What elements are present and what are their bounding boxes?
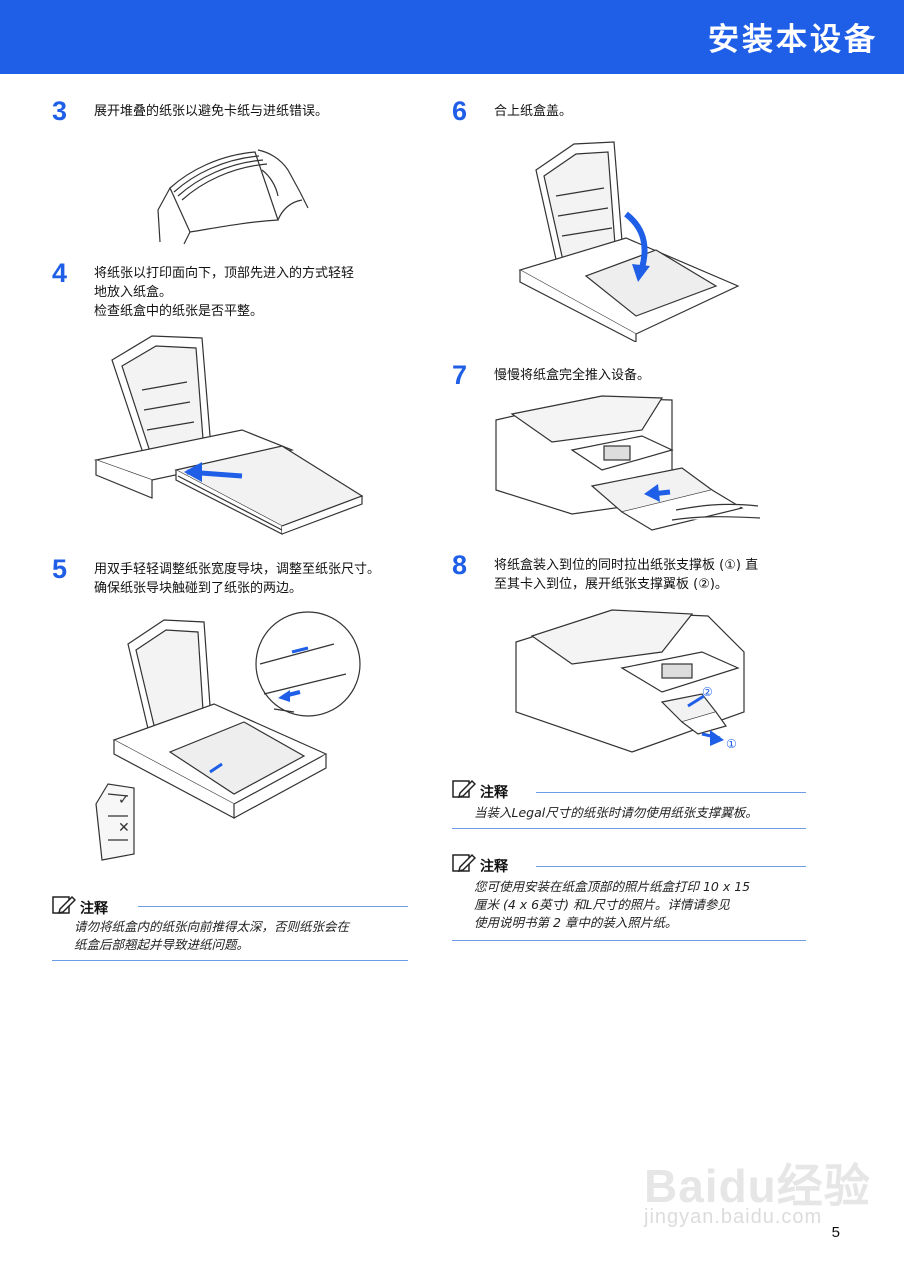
paper-support-flap-illustration: ① ② (512, 602, 752, 762)
step-text-line: 用双手轻轻调整纸张宽度导块，调整至纸张尺寸。 (94, 562, 381, 577)
note-top-rule (536, 866, 806, 867)
note-line: 厘米 (4 x 6英寸) 和L尺寸的照片。详情请参见 (474, 897, 730, 912)
step-text: 展开堆叠的纸张以避免卡纸与进纸错误。 (94, 102, 328, 121)
page-number: 5 (831, 1224, 840, 1241)
step-number: 7 (452, 360, 468, 390)
baidu-watermark-url: jingyan.baidu.com (644, 1206, 823, 1228)
note-line: 当装入Legal尺寸的纸张时请勿使用纸张支撑翼板。 (474, 805, 758, 820)
step-number: 3 (52, 96, 68, 126)
note-line: 纸盒后部翘起并导致进纸问题。 (74, 937, 250, 952)
step-text-line: 至其卡入到位，展开纸张支撑翼板 (②)。 (494, 577, 728, 592)
step-text-line: 慢慢将纸盒完全推入设备。 (494, 368, 651, 383)
note-title: 注释 (480, 859, 508, 875)
step-text-line: 将纸盒装入到位的同时拉出纸张支撑板 (①) 直 (494, 558, 759, 573)
callout-1: ① (726, 737, 737, 751)
step-number: 4 (52, 258, 68, 288)
step-text-line: 检查纸盒中的纸张是否平整。 (94, 304, 264, 319)
step-text: 合上纸盒盖。 (494, 102, 572, 121)
step-text-line: 地放入纸盒。 (94, 285, 173, 300)
page-title: 安装本设备 (708, 22, 878, 58)
step-text-line: 确保纸张导块触碰到了纸张的两边。 (94, 581, 303, 596)
close-tray-cover-illustration (516, 136, 742, 342)
cross-mark: ✕ (118, 820, 130, 836)
note-line: 请勿将纸盒内的纸张向前推得太深，否则纸张会在 (74, 919, 350, 934)
paper-guide-adjust-illustration: ✓ ✕ (94, 604, 364, 866)
step-5: 5 用双手轻轻调整纸张宽度导块，调整至纸张尺寸。 确保纸张导块触碰到了纸张的两边… (52, 556, 432, 600)
note-line: 您可使用安装在纸盒顶部的照片纸盒打印 10 x 15 (474, 879, 751, 894)
note-bottom-rule (452, 828, 806, 829)
note-body: 请勿将纸盒内的纸张向前推得太深，否则纸张会在 纸盒后部翘起并导致进纸问题。 (74, 918, 349, 954)
header-bar: 安装本设备 (0, 0, 904, 74)
step-text: 将纸盒装入到位的同时拉出纸张支撑板 (①) 直 至其卡入到位，展开纸张支撑翼板 … (494, 556, 758, 594)
step-7: 7 慢慢将纸盒完全推入设备。 (452, 362, 812, 402)
note-pencil-icon (452, 778, 477, 804)
note-pencil-icon (452, 852, 477, 878)
note-top-rule (138, 906, 408, 907)
step-8: 8 将纸盒装入到位的同时拉出纸张支撑板 (①) 直 至其卡入到位，展开纸张支撑翼… (452, 552, 822, 596)
step-number: 5 (52, 554, 68, 584)
baidu-watermark-logo: Baidu经验 (644, 1160, 871, 1212)
note-right-1: 注释 当装入Legal尺寸的纸张时请勿使用纸张支撑翼板。 (452, 778, 806, 830)
insert-tray-illustration (492, 390, 762, 536)
note-body: 当装入Legal尺寸的纸张时请勿使用纸张支撑翼板。 (474, 804, 758, 822)
fanning-paper-illustration (150, 130, 310, 250)
note-right-2: 注释 您可使用安装在纸盒顶部的照片纸盒打印 10 x 15 厘米 (4 x 6英… (452, 852, 806, 944)
step-text-line: 合上纸盒盖。 (494, 104, 573, 119)
step-text-line: 将纸张以打印面向下，顶部先进入的方式轻轻 (94, 266, 355, 281)
note-bottom-rule (52, 960, 408, 961)
note-left: 注释 请勿将纸盒内的纸张向前推得太深，否则纸张会在 纸盒后部翘起并导致进纸问题。 (52, 894, 408, 964)
note-title: 注释 (80, 901, 108, 917)
step-text-line: 展开堆叠的纸张以避免卡纸与进纸错误。 (94, 104, 329, 119)
note-bottom-rule (452, 940, 806, 941)
note-body: 您可使用安装在纸盒顶部的照片纸盒打印 10 x 15 厘米 (4 x 6英寸) … (474, 878, 750, 932)
callout-2: ② (702, 685, 713, 699)
step-3: 3 展开堆叠的纸张以避免卡纸与进纸错误。 (52, 98, 412, 138)
step-4: 4 将纸张以打印面向下，顶部先进入的方式轻轻 地放入纸盒。 检查纸盒中的纸张是否… (52, 260, 422, 326)
note-pencil-icon (52, 894, 77, 920)
note-line: 使用说明书第 2 章中的装入照片纸。 (474, 915, 678, 930)
step-text: 用双手轻轻调整纸张宽度导块，调整至纸张尺寸。 确保纸张导块触碰到了纸张的两边。 (94, 560, 380, 598)
note-top-rule (536, 792, 806, 793)
step-number: 8 (452, 550, 468, 580)
step-number: 6 (452, 96, 468, 126)
step-text: 慢慢将纸盒完全推入设备。 (494, 366, 650, 385)
step-6: 6 合上纸盒盖。 (452, 98, 812, 138)
check-mark: ✓ (118, 792, 130, 808)
paper-tray-loading-illustration (92, 330, 367, 540)
step-text: 将纸张以打印面向下，顶部先进入的方式轻轻 地放入纸盒。 检查纸盒中的纸张是否平整… (94, 264, 354, 321)
note-title: 注释 (480, 785, 508, 801)
